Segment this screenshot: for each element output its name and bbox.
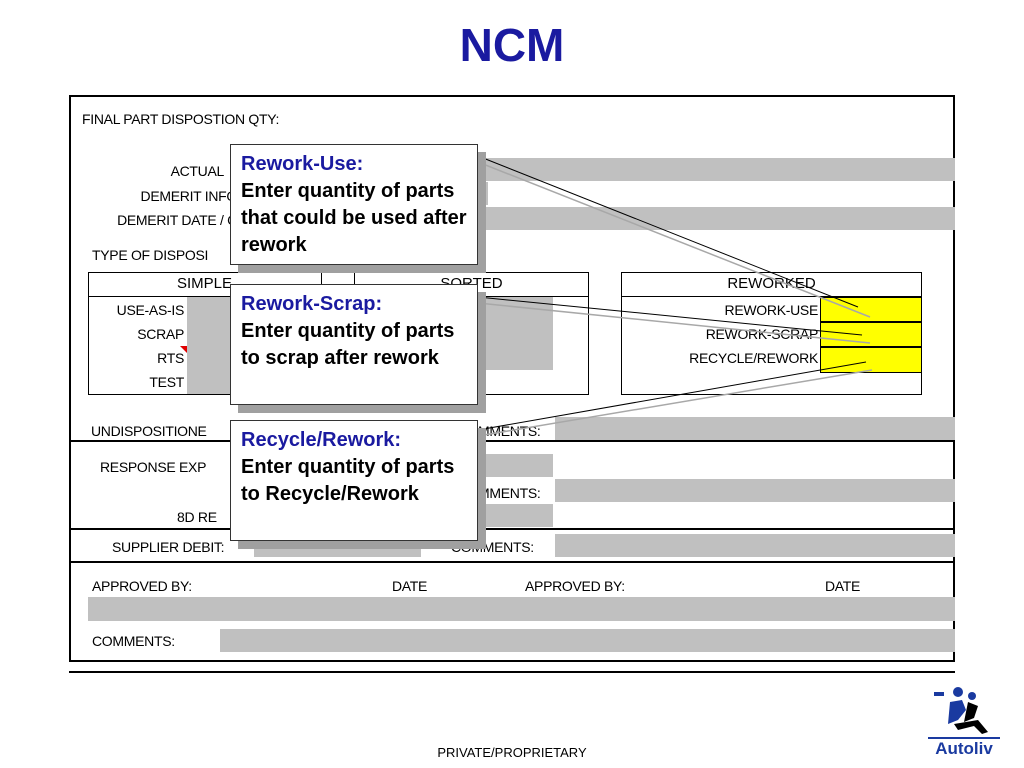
- approved-by-label: APPROVED BY:: [92, 578, 192, 594]
- ncm-form: [69, 95, 955, 662]
- callout-recycle-rework: Recycle/Rework: Enter quantity of parts …: [230, 420, 478, 541]
- supplier-comments-field[interactable]: [555, 534, 955, 557]
- comments-label: MMENTS:: [478, 485, 541, 501]
- callout-title: Rework-Scrap:: [241, 293, 383, 315]
- undispositioned-label: UNDISPOSITIONE: [91, 423, 207, 439]
- bottom-comments-label: COMMENTS:: [92, 633, 175, 649]
- response-expected-field[interactable]: [478, 454, 553, 477]
- approvals-field[interactable]: [88, 597, 955, 621]
- rework-scrap-label: REWORK-SCRAP: [705, 326, 819, 342]
- response-expected-label: RESPONSE EXP: [100, 459, 207, 475]
- autoliv-figure-icon: [928, 684, 1000, 740]
- rework-use-field[interactable]: [820, 297, 922, 322]
- recycle-rework-label: RECYCLE/REWORK: [689, 350, 818, 366]
- final-disposition-label: FINAL PART DISPOSTION QTY:: [82, 111, 280, 127]
- undispositioned-comments-field[interactable]: [555, 417, 955, 440]
- demerit-date-field[interactable]: [478, 207, 955, 230]
- actual-label: ACTUAL: [170, 163, 225, 179]
- callout-title: Rework-Use:: [241, 153, 364, 175]
- callout-body: Enter quantity of parts to scrap after r…: [241, 320, 455, 369]
- date-label: DATE: [825, 578, 861, 594]
- response-comments-field[interactable]: [555, 479, 955, 502]
- rework-scrap-field[interactable]: [820, 322, 922, 347]
- callout-title: Recycle/Rework:: [241, 429, 402, 451]
- rework-use-label: REWORK-USE: [724, 302, 819, 318]
- comment-marker-icon: [180, 346, 187, 353]
- footer-text: PRIVATE/PROPRIETARY: [437, 745, 587, 760]
- divider: [69, 561, 955, 563]
- use-as-is-label: USE-AS-IS: [116, 302, 185, 318]
- supplier-debit-label: SUPPLIER DEBIT:: [112, 539, 225, 555]
- type-of-disposition-label: TYPE OF DISPOSI: [92, 247, 209, 263]
- reworked-header: REWORKED: [621, 272, 922, 297]
- 8d-field[interactable]: [478, 504, 553, 527]
- recycle-rework-field[interactable]: [820, 347, 922, 373]
- test-label: TEST: [149, 374, 184, 390]
- callout-body: Enter quantity of parts to Recycle/Rewor…: [241, 456, 455, 505]
- bottom-comments-field[interactable]: [220, 629, 955, 652]
- autoliv-logo-text: Autoliv: [928, 737, 1000, 759]
- callout-rework-scrap: Rework-Scrap: Enter quantity of parts to…: [230, 284, 478, 405]
- callout-body: Enter quantity of parts that could be us…: [241, 180, 467, 256]
- divider: [69, 671, 955, 673]
- actual-field[interactable]: [478, 158, 955, 181]
- demerit-date-label: DEMERIT DATE / C: [117, 212, 237, 228]
- divider: [69, 528, 955, 530]
- simple-qty-fields[interactable]: [187, 297, 237, 394]
- page-title: NCM: [459, 19, 565, 71]
- divider: [69, 440, 955, 442]
- demerit-info-field[interactable]: [478, 182, 488, 205]
- comments-label: COMMENTS:: [451, 539, 534, 555]
- demerit-info-label: DEMERIT INFO: [140, 188, 238, 204]
- callout-rework-use: Rework-Use: Enter quantity of parts that…: [230, 144, 478, 265]
- 8d-label: 8D RE: [177, 509, 217, 525]
- approved-by-label: APPROVED BY:: [525, 578, 625, 594]
- scrap-label: SCRAP: [137, 326, 184, 342]
- date-label: DATE: [392, 578, 428, 594]
- rts-label: RTS: [157, 350, 184, 366]
- simple-header: SIMPLE: [88, 272, 321, 297]
